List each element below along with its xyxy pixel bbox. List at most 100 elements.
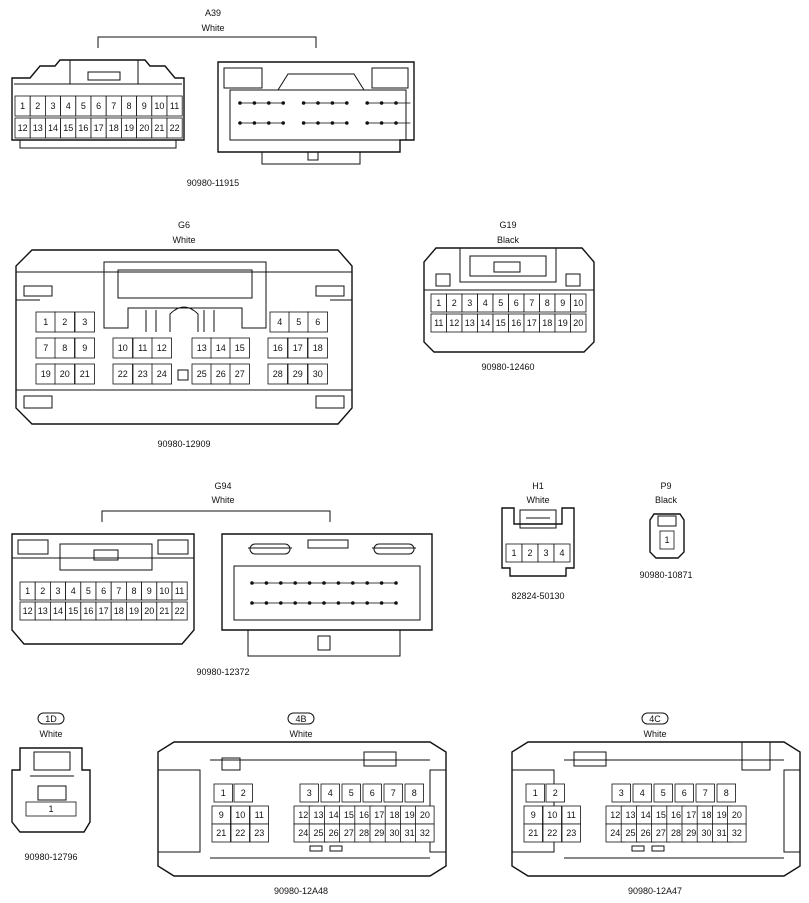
- a39-pin-5-label: 5: [81, 101, 86, 111]
- 4c-pin-2-cell: [545, 783, 565, 803]
- a39-pin-7-label: 7: [111, 101, 116, 111]
- g19-pin-15-label: 15: [496, 318, 506, 328]
- 4c-pin-32-cell: [727, 823, 747, 843]
- male-pin-dot: [345, 101, 349, 105]
- h1-pin-2-label: 2: [527, 548, 532, 558]
- 4c-pin-27-label: 27: [656, 828, 666, 838]
- 4b-pin-32-label: 32: [420, 828, 430, 838]
- g6-pin-18-cell: [307, 337, 328, 359]
- 4c-pin-13-label: 13: [625, 810, 635, 820]
- g6-pin-6-label: 6: [315, 317, 320, 327]
- a39-pin-3-label: 3: [50, 101, 55, 111]
- g94-pin-18-label: 18: [114, 606, 124, 616]
- g6-pin-11-label: 11: [138, 343, 147, 353]
- g19-pin-14-label: 14: [480, 318, 490, 328]
- 4b-pin-26-label: 26: [329, 828, 339, 838]
- g6-pin-16-label: 16: [273, 343, 283, 353]
- g94-male-pin-dots: [250, 581, 398, 605]
- 4c-pin-11-label: 11: [567, 810, 576, 820]
- 4b-pin-3-cell: [299, 783, 319, 803]
- g6-pin-27-label: 27: [235, 369, 245, 379]
- 4c-pin-19-label: 19: [717, 810, 727, 820]
- a39-pin-8-label: 8: [126, 101, 131, 111]
- a39-pin-12-label: 12: [18, 123, 28, 133]
- 4c-pin-20-label: 20: [732, 810, 742, 820]
- g94-pin-11-label: 11: [175, 586, 184, 596]
- 4c-pin-21-label: 21: [528, 828, 538, 838]
- g94-pin-16-label: 16: [83, 606, 93, 616]
- g6-pin-12-cell: [151, 337, 172, 359]
- 4b-color: White: [289, 729, 312, 739]
- g94-pin-17-label: 17: [99, 606, 109, 616]
- g6-pin-28-label: 28: [273, 369, 283, 379]
- h1-pin-4-label: 4: [559, 548, 564, 558]
- g6-pin-8-label: 8: [62, 343, 67, 353]
- g6-pin-2-cell: [54, 311, 75, 333]
- g6-pin-23-label: 23: [138, 369, 148, 379]
- g6-part-number: 90980-12909: [157, 439, 210, 449]
- 4c-pin-30-label: 30: [701, 828, 711, 838]
- g19-color: Black: [497, 235, 520, 245]
- 4c-pin-6-cell: [674, 783, 694, 803]
- g19-pin-5-label: 5: [498, 298, 503, 308]
- a39-pin-2-label: 2: [35, 101, 40, 111]
- g6-pin-20-label: 20: [60, 369, 70, 379]
- 4c-pin-1-cell: [525, 783, 545, 803]
- 4c-pin-32-label: 32: [732, 828, 742, 838]
- 4c-pin-15-label: 15: [656, 810, 666, 820]
- g94-pin-1-label: 1: [25, 586, 30, 596]
- g94-pin-12-label: 12: [23, 606, 33, 616]
- 4c-pin-5-cell: [653, 783, 673, 803]
- g94-pin-19-label: 19: [129, 606, 139, 616]
- 4c-part-number: 90980-12A47: [628, 886, 682, 896]
- g94-pin-22-label: 22: [175, 606, 185, 616]
- 4b-pin-7-cell: [383, 783, 403, 803]
- h1-color: White: [526, 495, 549, 505]
- 4c-pin-22-cell: [542, 823, 562, 843]
- male-pin-dot: [345, 121, 349, 125]
- 4b-code-badge: [287, 712, 315, 725]
- a39-pin-14-label: 14: [48, 123, 58, 133]
- 4c-pin-26-label: 26: [641, 828, 651, 838]
- g94-pin-11-cell: [171, 581, 188, 601]
- g19-code: G19: [499, 220, 516, 230]
- a39-pin-15-label: 15: [63, 123, 73, 133]
- a39-pin-17-label: 17: [94, 123, 104, 133]
- h1-code: H1: [532, 481, 544, 491]
- 4b-pin-9-label: 9: [219, 810, 224, 820]
- 4c-pin-29-label: 29: [686, 828, 696, 838]
- g94-pin-2-label: 2: [40, 586, 45, 596]
- 4b-pin-22-cell: [230, 823, 250, 843]
- g19-pin-17-label: 17: [527, 318, 537, 328]
- g6-pin-12-label: 12: [157, 343, 167, 353]
- 4b-pin-6-cell: [362, 783, 382, 803]
- 4c-pin-14-label: 14: [641, 810, 651, 820]
- a39-pin-21-label: 21: [154, 123, 164, 133]
- g6-pin-28-cell: [267, 363, 288, 385]
- g94-male-housing: [221, 533, 433, 631]
- g6-pin-4-label: 4: [277, 317, 282, 327]
- g6-color: White: [172, 235, 195, 245]
- 4b-pin-8-label: 8: [412, 788, 417, 798]
- g94-pin-4-label: 4: [71, 586, 76, 596]
- g6-pin-19-label: 19: [41, 369, 51, 379]
- g6-pin-30-label: 30: [313, 369, 323, 379]
- g19-pin-1-label: 1: [436, 298, 441, 308]
- 4b-pin-24-label: 24: [298, 828, 308, 838]
- h1-housing: [501, 507, 575, 577]
- g19-pin-10-label: 10: [573, 298, 583, 308]
- a39-pin-19-label: 19: [124, 123, 134, 133]
- 4c-pin-17-label: 17: [686, 810, 696, 820]
- 4c-pin-23-label: 23: [566, 828, 576, 838]
- a39-pin-6-label: 6: [96, 101, 101, 111]
- 4b-code: 4B: [295, 714, 306, 724]
- 4c-pin-24-label: 24: [610, 828, 620, 838]
- male-pin-dot: [281, 101, 286, 105]
- g6-pin-29-cell: [287, 363, 308, 385]
- 1d-housing: [11, 747, 91, 833]
- g94-part-number: 90980-12372: [196, 667, 249, 677]
